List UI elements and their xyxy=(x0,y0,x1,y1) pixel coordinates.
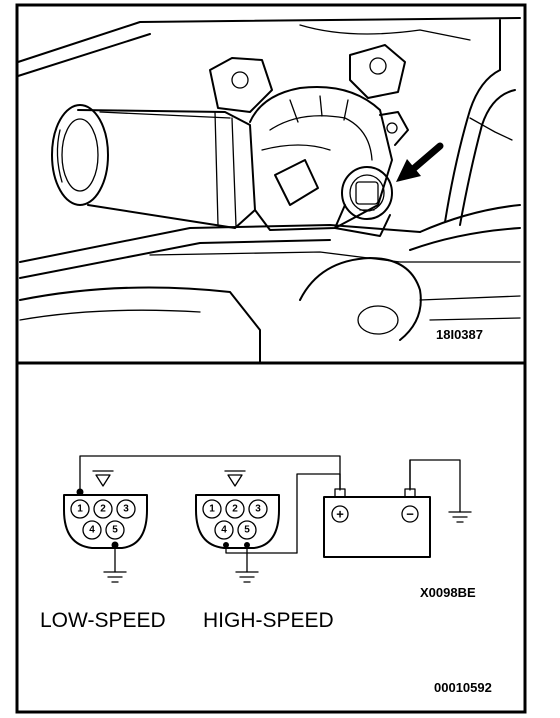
high-pin-4: 4 xyxy=(221,525,227,536)
photo-reference-number: 18I0387 xyxy=(436,327,483,342)
low-speed-supply-wire xyxy=(79,455,341,491)
low-pin-5: 5 xyxy=(112,525,118,536)
battery-negative-terminal xyxy=(401,505,419,523)
low-pin-2: 2 xyxy=(100,504,106,515)
low-pin-3: 3 xyxy=(123,504,129,515)
low-pin-1: 1 xyxy=(77,504,83,515)
high-pin-2: 2 xyxy=(232,504,238,515)
battery-ground-symbol xyxy=(448,511,472,523)
connector-pointer-arrow xyxy=(396,142,444,182)
motor-connector xyxy=(341,166,393,220)
battery-negative-sign: − xyxy=(406,507,414,522)
wiper-motor-illustration xyxy=(17,17,521,364)
battery-positive-sign: + xyxy=(336,507,344,522)
figure-frame xyxy=(15,3,527,714)
low-pin-4: 4 xyxy=(89,525,95,536)
high-pin-5: 5 xyxy=(244,525,250,536)
page-reference-number: 00010592 xyxy=(434,680,492,695)
high-speed-connector: 1 2 3 4 5 xyxy=(195,470,298,573)
battery-positive-terminal xyxy=(331,505,349,523)
high-pin-3: 3 xyxy=(255,504,261,515)
diagram-reference-number: X0098BE xyxy=(420,585,476,600)
low-speed-ground-symbol xyxy=(103,571,127,583)
high-speed-supply-wire xyxy=(296,473,341,554)
low-speed-connector: 1 2 3 4 5 xyxy=(63,470,148,573)
low-speed-label: LOW-SPEED xyxy=(40,609,166,632)
battery: + − xyxy=(323,459,431,558)
high-pin-1: 1 xyxy=(209,504,215,515)
high-speed-label: HIGH-SPEED xyxy=(203,609,334,632)
high-speed-ground-symbol xyxy=(235,571,259,583)
battery-ground-wire xyxy=(409,459,461,513)
